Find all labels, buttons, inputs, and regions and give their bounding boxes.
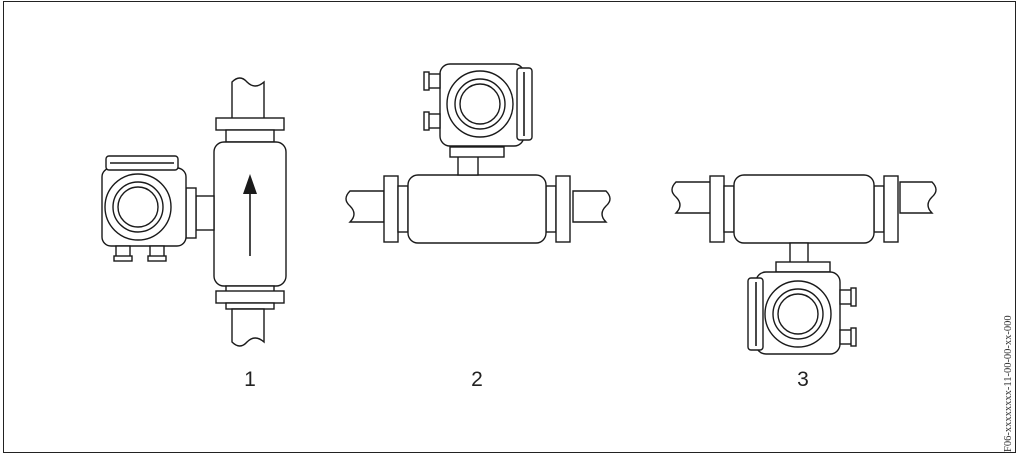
- device-2-pipe-left: [345, 190, 385, 223]
- device-1-pipe-bottom: [231, 308, 265, 347]
- label-1: 1: [244, 368, 256, 391]
- device-2-sensor-body: [407, 174, 547, 244]
- device-2-cable-gland-top: [427, 73, 441, 89]
- device-3-flange-right: [883, 175, 899, 243]
- device-2-flange-right: [555, 175, 571, 243]
- label-2: 2: [471, 368, 483, 391]
- device-2-cable-gland-bottom: [427, 113, 441, 129]
- device-3-pipe-right: [899, 181, 937, 214]
- device-3-pipe-left: [671, 181, 713, 214]
- device-3-horizontal-head-down: [671, 174, 937, 355]
- device-2-horizontal-head-up: [345, 63, 611, 244]
- device-1-flange-bottom: [215, 290, 285, 304]
- device-1-flow-arrowhead: [243, 174, 257, 194]
- device-2-flange-left: [383, 175, 399, 243]
- device-2-pipe-right: [572, 190, 611, 223]
- label-3: 3: [797, 368, 809, 391]
- device-1-flange-top: [215, 117, 285, 131]
- device-3-cable-gland-top: [839, 289, 853, 305]
- device-1-pipe-top: [231, 77, 265, 121]
- device-3-sensor-body: [733, 174, 875, 244]
- device-3-cable-gland-bottom: [839, 329, 853, 345]
- figure-reference-code: F06-xxxxxxxx-11-00-00-xx-000: [1003, 315, 1014, 452]
- device-3-flange-left: [709, 175, 725, 243]
- device-1-vertical-installation: [101, 77, 287, 347]
